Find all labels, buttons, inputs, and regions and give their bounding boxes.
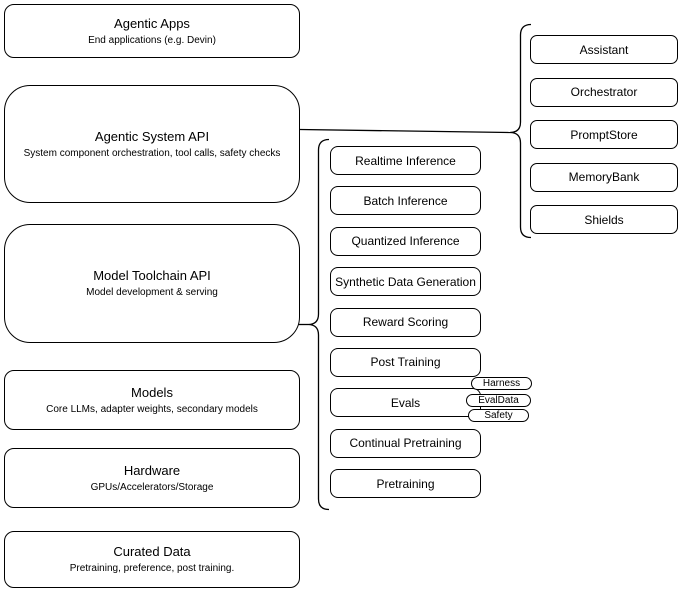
service-box-pretraining: Pretraining [330, 469, 481, 499]
box-subtitle: GPUs/Accelerators/Storage [90, 481, 214, 493]
box-title: Model Toolchain API [93, 268, 211, 283]
service-box-realtime-inference: Realtime Inference [330, 146, 481, 175]
component-box-orchestrator: Orchestrator [530, 77, 678, 107]
box-curated-data: Curated Data Pretraining, preference, po… [4, 531, 300, 588]
service-box-continual-pretraining: Continual Pretraining [330, 428, 481, 458]
system-components-column: Assistant Orchestrator PromptStore Memor… [530, 35, 678, 234]
toolchain-brace [307, 138, 330, 511]
box-title: Agentic System API [94, 128, 210, 144]
evals-tag-harness: Harness [471, 377, 532, 390]
box-hardware: Hardware GPUs/Accelerators/Storage [4, 448, 300, 508]
evals-tag-evaldata: EvalData [466, 394, 531, 407]
box-models: Models Core LLMs, adapter weights, secon… [4, 370, 300, 430]
component-box-assistant: Assistant [530, 35, 678, 64]
box-subtitle: System component orchestration, tool cal… [23, 147, 281, 159]
box-subtitle: Pretraining, preference, post training. [69, 563, 235, 574]
system-api-connector-line [299, 128, 511, 134]
component-box-memorybank: MemoryBank [530, 162, 678, 192]
box-subtitle: End applications (e.g. Devin) [88, 34, 216, 46]
service-box-evals: Evals [330, 388, 481, 418]
evals-tag-safety: Safety [468, 409, 529, 422]
box-title: Models [131, 384, 173, 400]
box-title: Hardware [123, 462, 181, 478]
box-title: Curated Data [113, 544, 191, 559]
service-box-post-training: Post Training [330, 347, 481, 377]
box-subtitle: Core LLMs, adapter weights, secondary mo… [46, 403, 258, 415]
service-box-reward-scoring: Reward Scoring [330, 307, 481, 337]
box-agentic-system-api: Agentic System API System component orch… [4, 85, 300, 203]
service-box-batch-inference: Batch Inference [330, 186, 481, 216]
box-title: Agentic Apps [114, 15, 190, 31]
toolchain-services-column: Realtime Inference Batch Inference Quant… [330, 146, 481, 499]
box-model-toolchain-api: Model Toolchain API Model development & … [4, 224, 300, 343]
service-box-synthetic-data-generation: Synthetic Data Generation [330, 267, 481, 297]
service-box-quantized-inference: Quantized Inference [330, 226, 481, 256]
component-box-promptstore: PromptStore [530, 120, 678, 149]
system-brace [509, 23, 532, 239]
box-agentic-apps: Agentic Apps End applications (e.g. Devi… [4, 4, 300, 58]
component-box-shields: Shields [530, 205, 678, 234]
box-subtitle: Model development & serving [86, 287, 218, 298]
